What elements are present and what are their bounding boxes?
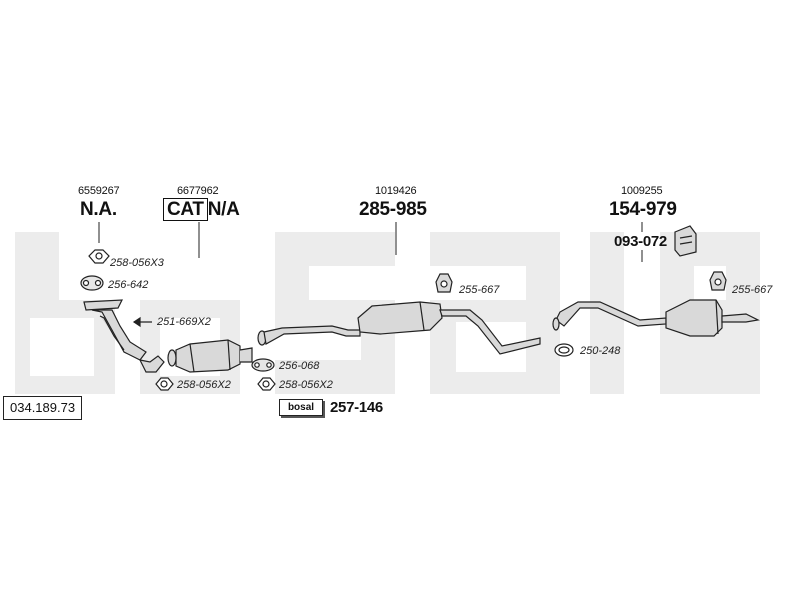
catalytic-converter — [167, 339, 253, 373]
part-number[interactable]: 154-979 — [609, 199, 677, 220]
nut-icon — [88, 249, 110, 264]
front-pipe — [83, 299, 165, 373]
gasket-icon — [80, 275, 104, 291]
fitting-ref[interactable]: 258-056X2 — [279, 379, 333, 391]
part-number[interactable]: 285-985 — [359, 199, 427, 220]
rubber-hanger-icon — [709, 271, 727, 291]
fitting-ref[interactable]: 256-068 — [279, 360, 320, 372]
bosal-logo-badge: bosal — [279, 399, 323, 416]
fitting-ref[interactable]: 250-248 — [580, 345, 621, 357]
fitting-ref[interactable]: 251-669X2 — [157, 316, 211, 328]
gasket-icon — [251, 358, 275, 372]
rear-silencer-pipe — [552, 299, 760, 337]
oe-number: 1009255 — [621, 185, 663, 197]
clamp-icon — [554, 343, 574, 357]
catalog-number: 034.189.73 — [3, 396, 83, 420]
part-number[interactable]: N.A. — [80, 199, 117, 220]
fitting-ref[interactable]: 258-056X2 — [177, 379, 231, 391]
fitting-ref[interactable]: 255-667 — [732, 284, 773, 296]
nut-icon — [257, 377, 276, 391]
rubber-hanger-icon — [435, 273, 453, 293]
fitting-ref[interactable]: 256-642 — [108, 279, 149, 291]
mounting-kit-part[interactable]: 257-146 — [330, 399, 383, 416]
middle-silencer-pipe — [257, 301, 541, 355]
cat-suffix: N/A — [207, 199, 240, 220]
fitting-ref[interactable]: 258-056X3 — [110, 257, 164, 269]
bracket-icon — [674, 225, 697, 257]
cat-label-box: CAT — [163, 198, 208, 221]
bracket-part-number[interactable]: 093-072 — [614, 233, 667, 250]
oe-number: 6677962 — [177, 185, 219, 197]
oe-number: 1019426 — [375, 185, 417, 197]
arrow-icon — [132, 316, 152, 328]
fitting-ref[interactable]: 255-667 — [459, 284, 500, 296]
oe-number: 6559267 — [78, 185, 120, 197]
nut-icon — [155, 377, 174, 391]
leader-lines — [98, 222, 643, 262]
